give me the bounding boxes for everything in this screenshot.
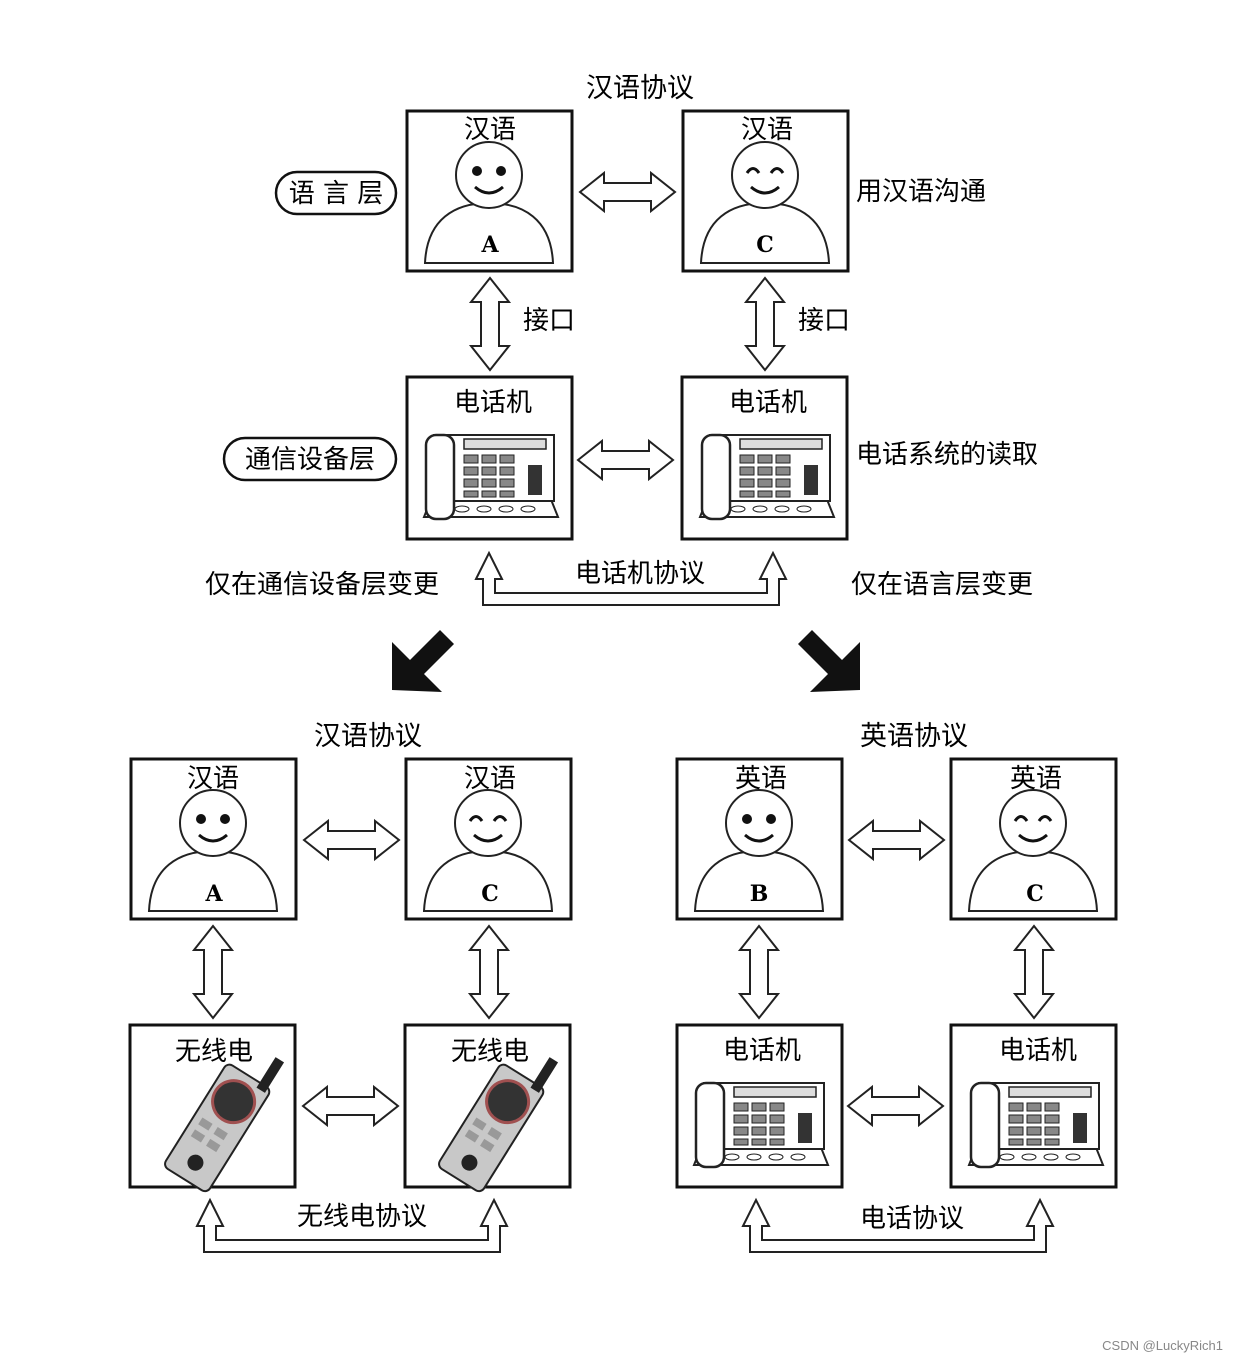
change-comm-only-label: 仅在通信设备层变更 (205, 570, 439, 600)
br-interface-arrow-left (739, 925, 779, 1019)
top-phone-protocol-label: 电话机协议 (575, 559, 705, 589)
top-person-a-box: 汉语 A (405, 109, 574, 273)
interface-label-right: 接口 (798, 306, 850, 336)
top-person-a-title: 汉语 (464, 115, 516, 145)
top-person-c-box: 汉语 C (681, 109, 850, 273)
interface-label-left: 接口 (523, 306, 575, 336)
top-phone-left-box: 电话机 (405, 375, 574, 541)
bl-radio-left-title: 无线电 (175, 1037, 253, 1067)
top-language-exchange-arrow (579, 172, 676, 212)
br-phone-right-box: 电话机 (949, 1023, 1118, 1189)
bl-interface-arrow-left (193, 925, 233, 1019)
br-person-c-title: 英语 (1010, 764, 1062, 794)
bl-person-a-box: 汉语 A (129, 757, 298, 921)
interface-arrow-right (745, 277, 785, 371)
change-language-only-label: 仅在语言层变更 (851, 570, 1033, 600)
top-phone-right-icon (698, 433, 836, 521)
bl-person-c-box: 汉语 C (404, 757, 573, 921)
bl-interface-arrow-right (469, 925, 509, 1019)
right-note-phone: 电话系统的读取 (856, 440, 1038, 470)
right-note-language: 用汉语沟通 (856, 177, 986, 207)
top-person-c-letter: C (756, 232, 774, 258)
bl-person-a-letter: A (204, 881, 223, 907)
bl-radio-right-title: 无线电 (451, 1037, 529, 1067)
language-layer-tag: 语 言 层 (274, 170, 398, 216)
br-person-b-letter: B (750, 881, 769, 907)
bl-radio-exchange-arrow (302, 1086, 399, 1126)
comm-layer-tag-text: 通信设备层 (245, 445, 375, 475)
down-right-arrow (798, 630, 860, 692)
top-protocol-label: 汉语协议 (586, 73, 694, 104)
top-phone-left-icon (422, 433, 560, 521)
br-phone-right-title: 电话机 (999, 1036, 1077, 1066)
down-left-arrow (392, 630, 454, 692)
bl-person-c-letter: C (481, 881, 499, 907)
br-phone-right-icon (967, 1081, 1105, 1169)
br-phone-left-icon (692, 1081, 830, 1169)
comm-layer-tag: 通信设备层 (222, 436, 398, 482)
br-person-b-title: 英语 (735, 764, 787, 794)
language-layer-tag-text: 语 言 层 (289, 179, 384, 209)
top-person-c-title: 汉语 (741, 115, 793, 145)
bl-person-c-title: 汉语 (464, 764, 516, 794)
bl-radio-right-box: 无线电 (403, 1023, 572, 1195)
br-phone-exchange-arrow (847, 1086, 944, 1126)
br-interface-arrow-right (1014, 925, 1054, 1019)
bl-person-a-title: 汉语 (187, 764, 239, 794)
br-person-b-box: 英语 B (675, 757, 844, 921)
top-phone-right-box: 电话机 (680, 375, 849, 541)
br-language-exchange-arrow (848, 820, 945, 860)
bottom-left-protocol-label: 汉语协议 (314, 721, 422, 752)
watermark: CSDN @LuckyRich1 (1102, 1338, 1223, 1353)
br-phone-left-title: 电话机 (723, 1036, 801, 1066)
top-phone-left-title: 电话机 (454, 388, 532, 418)
top-phone-exchange-arrow (577, 440, 674, 480)
br-phone-protocol-label: 电话协议 (860, 1204, 964, 1234)
br-person-c-box: 英语 C (949, 757, 1118, 921)
bottom-right-protocol-label: 英语协议 (860, 721, 968, 752)
br-person-c-letter: C (1026, 881, 1044, 907)
bl-language-exchange-arrow (303, 820, 400, 860)
bl-radio-protocol-label: 无线电协议 (297, 1202, 427, 1232)
br-phone-left-box: 电话机 (675, 1023, 844, 1189)
top-phone-right-title: 电话机 (729, 388, 807, 418)
interface-arrow-left (470, 277, 510, 371)
top-person-a-letter: A (480, 232, 499, 258)
bl-radio-left-box: 无线电 (128, 1023, 297, 1195)
